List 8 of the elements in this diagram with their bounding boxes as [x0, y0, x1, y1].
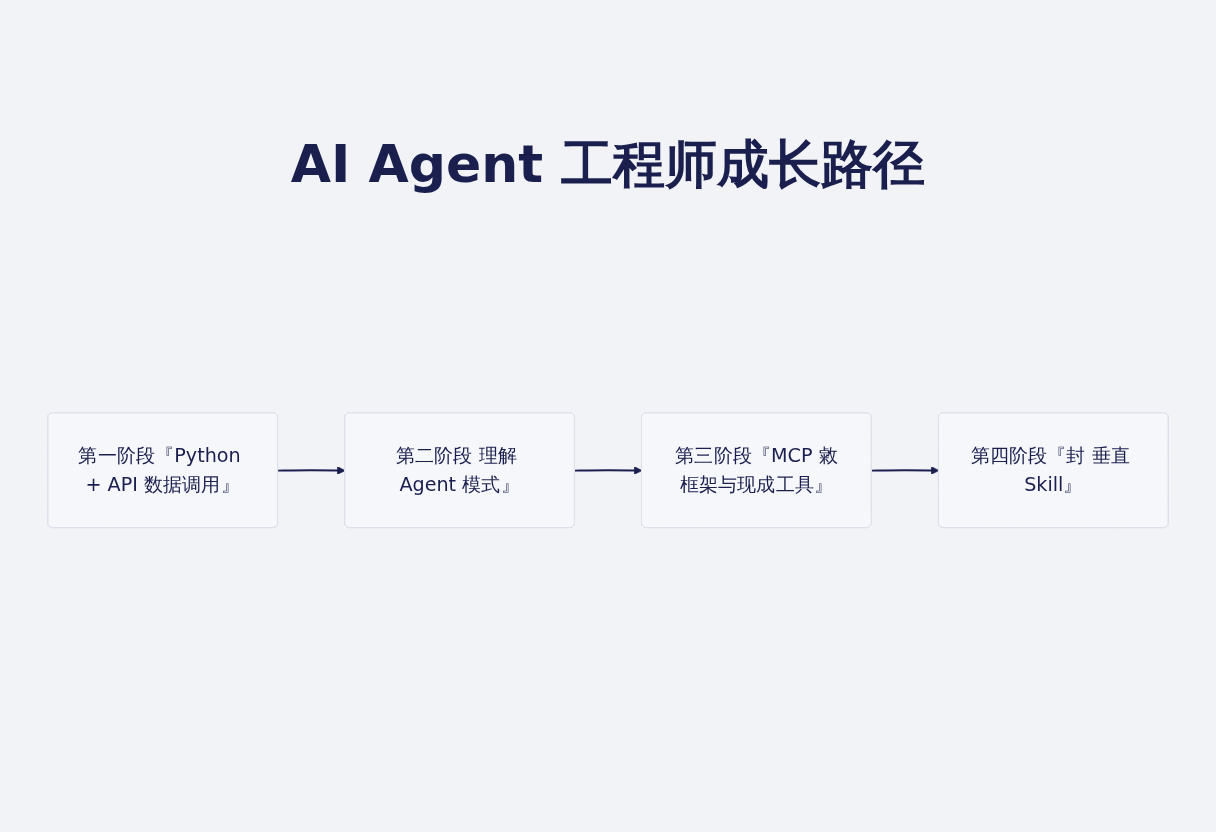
diagram-title: AI Agent 工程师成长路径: [289, 133, 927, 196]
arrow: [870, 466, 940, 475]
node-text: 第二阶段 理解 Agent 模式』: [395, 444, 520, 496]
arrow: [277, 466, 346, 475]
node-text: 第四阶段『封 垂直 Skill』: [970, 444, 1131, 496]
node-text: 第三阶段『MCP 敹框架与现成工具』: [675, 444, 838, 496]
node-text: 第一阶段『Python + API 数据调用』: [78, 444, 241, 496]
arrow: [574, 466, 643, 475]
